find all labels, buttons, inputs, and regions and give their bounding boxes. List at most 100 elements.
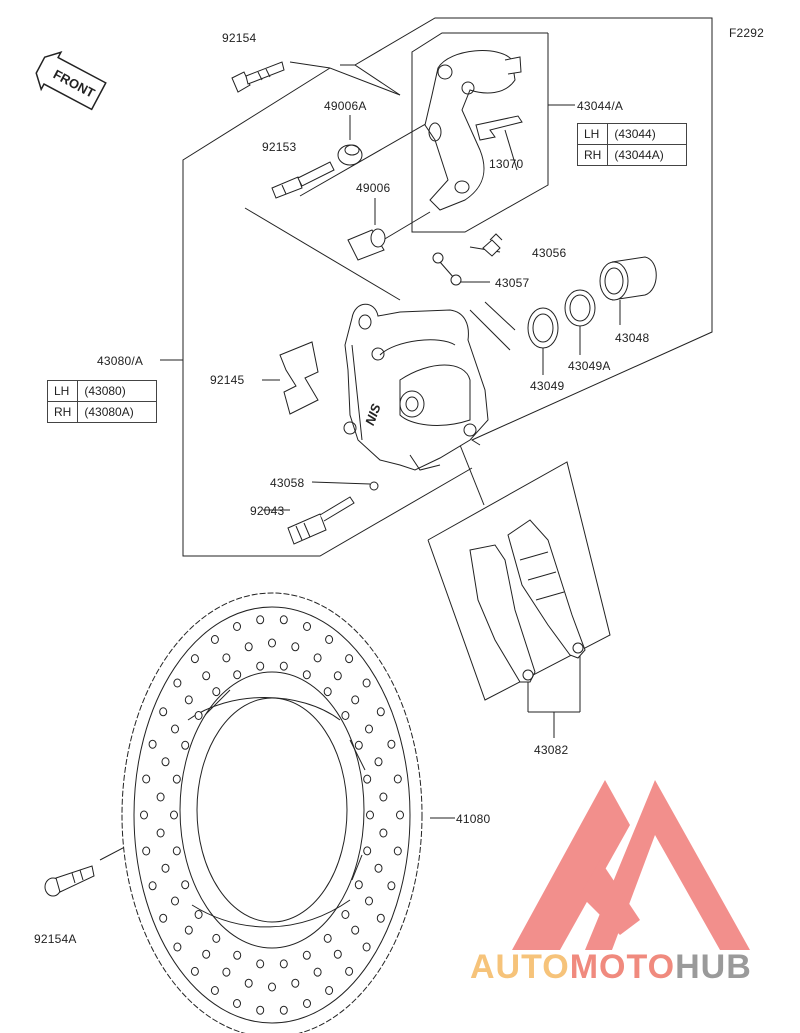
disc-hole: [173, 678, 182, 688]
disc-hole: [190, 966, 199, 976]
bolt-92154: [231, 61, 285, 93]
label-49006A: 49006A: [324, 99, 367, 113]
disc-hole: [184, 925, 193, 935]
disc-hole: [279, 959, 288, 969]
disc-hole: [365, 724, 373, 734]
side-cell: RH: [46, 401, 79, 423]
disc-hole: [172, 774, 181, 784]
disc-hole: [303, 999, 311, 1008]
disc-hole: [210, 986, 219, 995]
table-row: LH (43044): [576, 123, 688, 145]
disc-hole: [379, 828, 388, 838]
disc-hole: [362, 942, 371, 952]
disc-hole: [171, 724, 179, 734]
disc-hole: [256, 615, 265, 625]
label-92154A: 92154A: [34, 932, 77, 946]
disc-hole: [233, 670, 242, 680]
disc-hole: [222, 967, 231, 977]
variant-table-43080: LH (43080) RH (43080A): [46, 380, 158, 423]
disc-hole: [354, 740, 363, 750]
variant-table-43044: LH (43044) RH (43044A): [576, 123, 688, 166]
watermark-text: AUTOMOTOHUB: [470, 948, 752, 987]
disc-hole: [142, 774, 151, 784]
part-cell: (43080A): [77, 401, 158, 423]
disc-hole: [256, 661, 265, 671]
disc-hole: [244, 978, 253, 988]
disc-hole: [148, 739, 157, 749]
piston-43048: [599, 256, 657, 301]
disc-hole: [279, 615, 288, 625]
label-41080: 41080: [456, 812, 491, 826]
bolt-92154A: [44, 865, 95, 897]
label-43057: 43057: [495, 276, 530, 290]
disc-hole: [302, 950, 311, 960]
disc-hole: [156, 792, 165, 802]
disc-hole: [233, 999, 241, 1008]
disc-hole: [341, 910, 350, 919]
disc-hole: [393, 774, 402, 784]
disc-hole: [393, 846, 402, 856]
disc-hole: [333, 949, 342, 959]
disc-hole: [376, 707, 385, 717]
seal-43049: [527, 307, 559, 349]
disc-hole: [210, 635, 219, 644]
table-row: LH (43080): [46, 380, 158, 402]
disc-hole: [379, 792, 388, 802]
table-row: RH (43044A): [576, 144, 688, 166]
disc-hole: [194, 910, 203, 919]
disc-hole: [202, 671, 211, 681]
label-43049: 43049: [530, 379, 565, 393]
label-49006: 49006: [356, 181, 391, 195]
svg-text:NIS: NIS: [362, 401, 384, 427]
brake-disc-41080: [121, 592, 423, 1033]
part-cell: (43044): [607, 123, 688, 145]
disc-hole: [233, 950, 242, 960]
disc-holes: [140, 615, 404, 1015]
disc-hole: [268, 982, 276, 992]
disc-hole: [156, 828, 165, 838]
disc-hole: [345, 654, 354, 664]
disc-hole: [354, 880, 363, 890]
disc-hole: [362, 678, 371, 688]
boot-49006: [347, 228, 386, 261]
disc-hole: [172, 846, 181, 856]
assembly-outline-43080-left: [182, 67, 473, 557]
disc-hole: [268, 638, 276, 648]
disc-hole: [341, 711, 350, 720]
disc-hole: [171, 896, 179, 906]
label-43044A: 43044/A: [577, 99, 624, 113]
clip-13070: [475, 115, 523, 141]
disc-hole: [313, 653, 322, 663]
disc-hole: [159, 913, 168, 923]
label-92145: 92145: [210, 373, 245, 387]
disc-hole: [159, 707, 168, 717]
diagram-code: F2292: [729, 26, 765, 40]
disc-hole: [202, 949, 211, 959]
disc-hole: [173, 942, 182, 952]
disc-hole: [323, 687, 332, 697]
side-cell: LH: [46, 380, 79, 402]
disc-hole: [363, 774, 372, 784]
watermark-auto: AUTO: [470, 948, 570, 986]
spring-92145: [279, 341, 319, 415]
watermark-moto: MOTO: [569, 948, 676, 986]
disc-hole: [366, 810, 374, 820]
disc-hole: [291, 978, 300, 988]
disc-hole: [333, 671, 342, 681]
disc-hole: [140, 810, 148, 820]
disc-hole: [313, 967, 322, 977]
pin-92043: [287, 496, 355, 545]
disc-hole: [212, 687, 221, 697]
disc-hole: [256, 1005, 265, 1015]
disc-hole: [325, 635, 334, 644]
label-13070: 13070: [489, 157, 524, 171]
ring-43058: [369, 481, 379, 491]
disc-hole: [345, 966, 354, 976]
disc-hole: [325, 986, 334, 995]
disc-hole: [244, 642, 253, 652]
automotohub-logo: [512, 780, 750, 950]
disc-hole: [374, 863, 383, 873]
disc-hole: [148, 881, 157, 891]
disc-hole: [170, 810, 178, 820]
